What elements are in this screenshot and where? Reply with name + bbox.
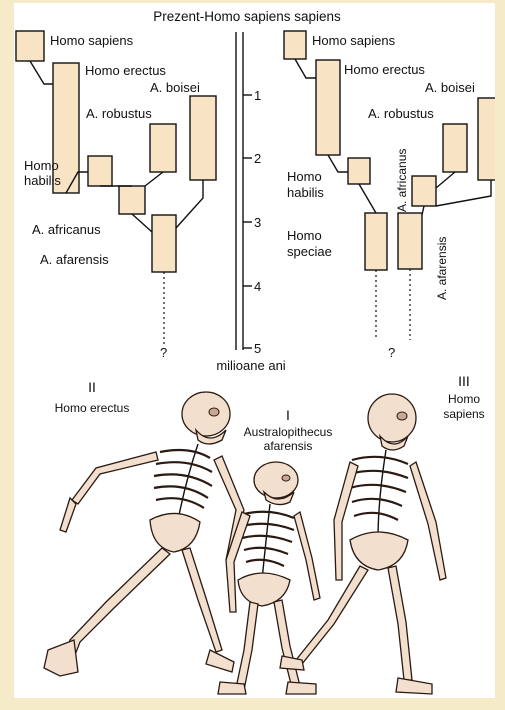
right-branch-sapiens-erectus	[295, 59, 316, 78]
scale-tick-label-4: 4	[254, 279, 261, 294]
skeleton-iii-numeral: III	[458, 373, 470, 389]
scale-unit-label: milioane ani	[216, 358, 285, 373]
scale-tick-label-2: 2	[254, 151, 261, 166]
right-branch-africanus-afarensis	[422, 206, 424, 215]
evolution-diagram: Prezent-Homo sapiens sapiens 1 2 3 4 5 m…	[14, 3, 495, 698]
right-origin-question: ?	[388, 345, 395, 360]
left-box-a-boisei	[190, 96, 216, 180]
skeleton-captions: II Homo erectus I Australopithecus afare…	[55, 373, 485, 453]
skeleton-iii-pelvis	[350, 532, 408, 570]
left-label-a-africanus: A. africanus	[32, 222, 101, 237]
skeleton-iii-name-1: Homo	[448, 392, 480, 406]
right-box-a-boisei	[478, 98, 495, 180]
scale-tick-label-3: 3	[254, 215, 261, 230]
skeleton-ii-name: Homo erectus	[55, 401, 130, 415]
skeleton-ii-right-leg	[182, 548, 222, 652]
scale-tick-label-5: 5	[254, 341, 261, 356]
right-label-homo-sapiens: Homo sapiens	[312, 33, 396, 48]
skeleton-ii-spine	[178, 444, 198, 520]
right-box-homo-erectus	[316, 60, 340, 155]
skeleton-iii-right-foot	[396, 678, 432, 694]
right-tree: ? Homo sapiens Homo erectus A. boisei A.…	[284, 31, 495, 360]
right-box-homo-sapiens	[284, 31, 306, 59]
right-box-homo-habilis	[348, 158, 370, 184]
skeleton-iii-spine	[378, 450, 386, 540]
skeleton-iii-eye	[397, 412, 407, 420]
skeleton-i-left-leg	[236, 602, 258, 690]
right-label-a-africanus: A. africanus	[395, 149, 409, 212]
skeleton-i-eye	[282, 475, 290, 481]
right-label-homo-erectus: Homo erectus	[344, 62, 425, 77]
right-box-a-afarensis	[398, 213, 422, 269]
skeleton-i-right-arm	[294, 512, 320, 600]
skeleton-iii-left-arm	[334, 462, 358, 580]
right-branch-boisei-africanus	[436, 180, 491, 206]
skeleton-homo-erectus	[44, 392, 244, 676]
left-branch-boisei-afarensis	[176, 180, 203, 228]
skeleton-ii-ribs	[154, 450, 212, 508]
right-label-a-boisei: A. boisei	[425, 80, 475, 95]
left-branch-africanus-afarensis	[132, 214, 152, 232]
right-label-a-robustus: A. robustus	[368, 106, 434, 121]
skeleton-iii-right-leg	[388, 566, 412, 680]
right-label-homo-habilis-2: habilis	[287, 185, 324, 200]
scale-tick-label-1: 1	[254, 88, 261, 103]
left-label-homo-sapiens: Homo sapiens	[50, 33, 134, 48]
skeleton-i-left-foot	[218, 682, 246, 694]
left-label-homo-habilis-2: habilis	[24, 173, 61, 188]
left-box-a-africanus	[119, 186, 145, 214]
skeleton-i-numeral: I	[286, 407, 290, 423]
skeleton-ii-left-foot	[44, 640, 78, 676]
right-box-a-africanus	[412, 176, 436, 206]
left-label-a-robustus: A. robustus	[86, 106, 152, 121]
left-box-a-robustus	[150, 124, 176, 172]
left-label-a-afarensis: A. afarensis	[40, 252, 109, 267]
left-origin-question: ?	[160, 345, 167, 360]
skeleton-ii-numeral: II	[88, 379, 96, 395]
right-label-homo-habilis-1: Homo	[287, 169, 322, 184]
left-tree: ? Homo sapiens Homo erectus A. boisei A.…	[16, 31, 216, 360]
skeleton-i-name-2: afarensis	[264, 439, 313, 453]
skeleton-i-spine	[262, 504, 270, 580]
skeleton-i-name-1: Australopithecus	[244, 425, 333, 439]
left-branch-robustus-africanus	[145, 172, 163, 186]
left-box-homo-sapiens	[16, 31, 44, 61]
skeleton-i-right-leg	[274, 600, 300, 688]
right-branch-robustus-africanus	[436, 172, 455, 188]
right-branch-erectus-habilis	[328, 155, 348, 172]
skeleton-iii-left-leg	[296, 566, 368, 664]
right-branch-habilis-speciae	[359, 184, 376, 213]
skeleton-ii-right-foot	[206, 650, 234, 672]
right-label-homo-speciae-1: Homo	[287, 228, 322, 243]
right-box-a-robustus	[443, 124, 467, 172]
skeleton-ii-pelvis	[150, 513, 200, 552]
left-label-a-boisei: A. boisei	[150, 80, 200, 95]
left-label-homo-erectus: Homo erectus	[85, 63, 166, 78]
figure-panel: Prezent-Homo sapiens sapiens 1 2 3 4 5 m…	[14, 3, 495, 698]
left-box-a-afarensis	[152, 215, 176, 272]
skeleton-iii-skull	[368, 394, 416, 442]
skeleton-ii-left-arm	[72, 452, 158, 504]
left-branch-sapiens-erectus	[30, 61, 53, 84]
skeleton-iii-right-arm	[410, 462, 446, 580]
skeleton-ii-left-leg	[62, 548, 170, 668]
time-scale: 1 2 3 4 5 milioane ani	[216, 32, 285, 373]
right-box-homo-speciae	[365, 213, 387, 270]
diagram-title: Prezent-Homo sapiens sapiens	[153, 9, 341, 24]
right-label-homo-speciae-2: speciae	[287, 244, 332, 259]
left-label-homo-habilis-1: Homo	[24, 158, 59, 173]
skeleton-i-skull	[254, 462, 298, 498]
skeleton-iii-name-2: sapiens	[443, 407, 484, 421]
skeleton-ii-left-hand	[60, 498, 76, 532]
left-box-homo-habilis	[88, 156, 112, 186]
skeleton-ii-skull	[182, 392, 230, 436]
right-label-a-afarensis: A. afarensis	[435, 237, 449, 300]
skeleton-i-right-foot	[286, 682, 316, 694]
skeleton-ii-eye	[209, 408, 219, 416]
